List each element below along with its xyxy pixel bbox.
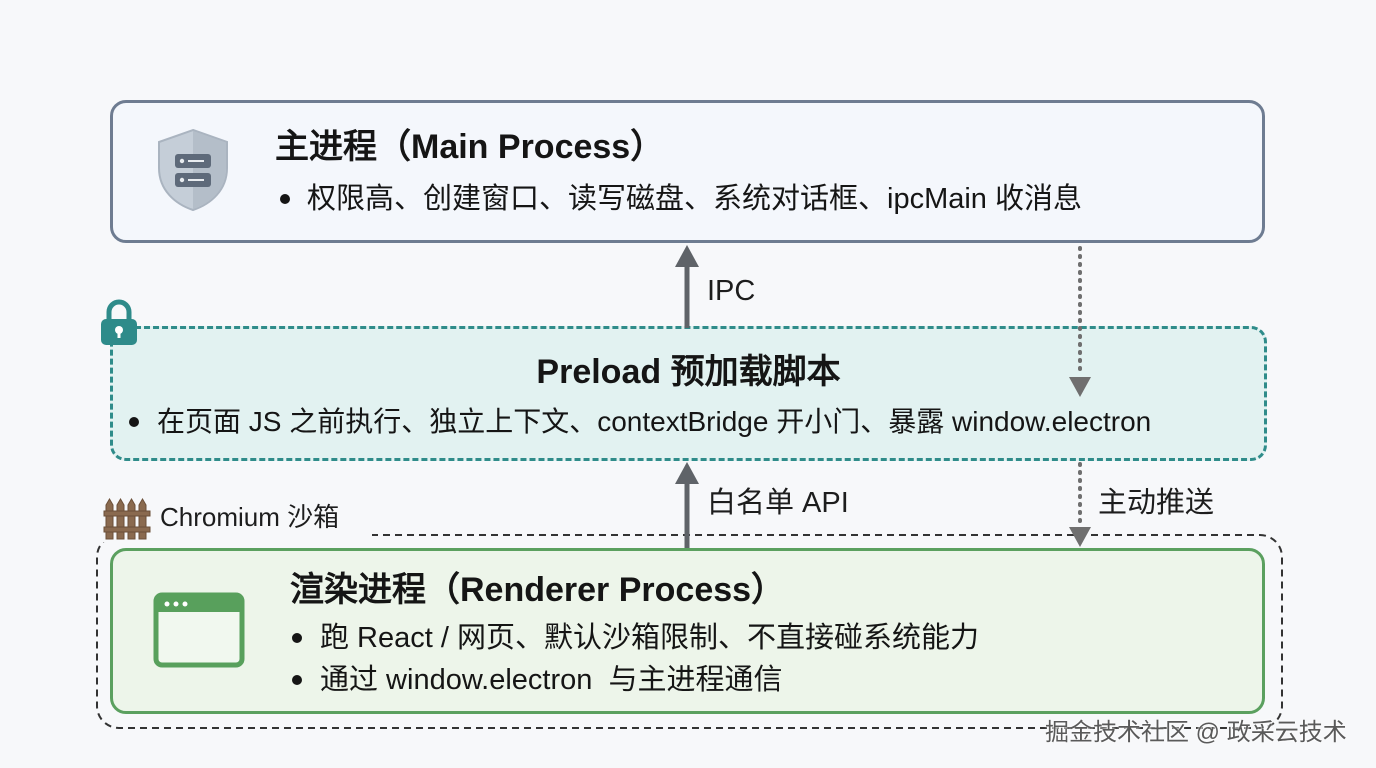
browser-window-icon (153, 592, 245, 668)
renderer-process-title: 渲染进程（Renderer Process） (290, 571, 786, 609)
main-process-title: 主进程（Main Process） (275, 128, 665, 166)
whitelist-api-label: 白名单 API (707, 487, 849, 519)
preload-title: Preload 预加载脚本 (536, 353, 841, 391)
preload-bullet: 在页面 JS 之前执行、独立上下文、contextBridge 开小门、暴露 w… (157, 406, 1152, 437)
bullet-dot (129, 417, 139, 427)
shield-server-icon (158, 128, 228, 212)
dotted-arrow-preload-to-renderer-push (1069, 462, 1091, 547)
bullet-dot (292, 675, 302, 685)
arrow-renderer-to-preload-whitelist (675, 462, 699, 548)
main-process-box (110, 100, 1265, 243)
main-process-bullet: 权限高、创建窗口、读写磁盘、系统对话框、ipcMain 收消息 (307, 183, 1082, 215)
push-label: 主动推送 (1098, 487, 1215, 519)
arrow-preload-to-main-ipc (675, 245, 699, 328)
lock-icon (101, 299, 137, 345)
bullet-dot (292, 633, 302, 643)
sandbox-label: Chromium 沙箱 (160, 502, 340, 532)
renderer-bullet-1: 跑 React / 网页、默认沙箱限制、不直接碰系统能力 (320, 622, 979, 654)
ipc-label: IPC (707, 275, 756, 307)
renderer-bullet-2: 通过 window.electron 与主进程通信 (320, 664, 783, 696)
watermark: 掘金技术社区 @ 政采云技术 (1045, 719, 1347, 746)
fence-icon (103, 498, 151, 540)
bullet-dot (280, 194, 290, 204)
